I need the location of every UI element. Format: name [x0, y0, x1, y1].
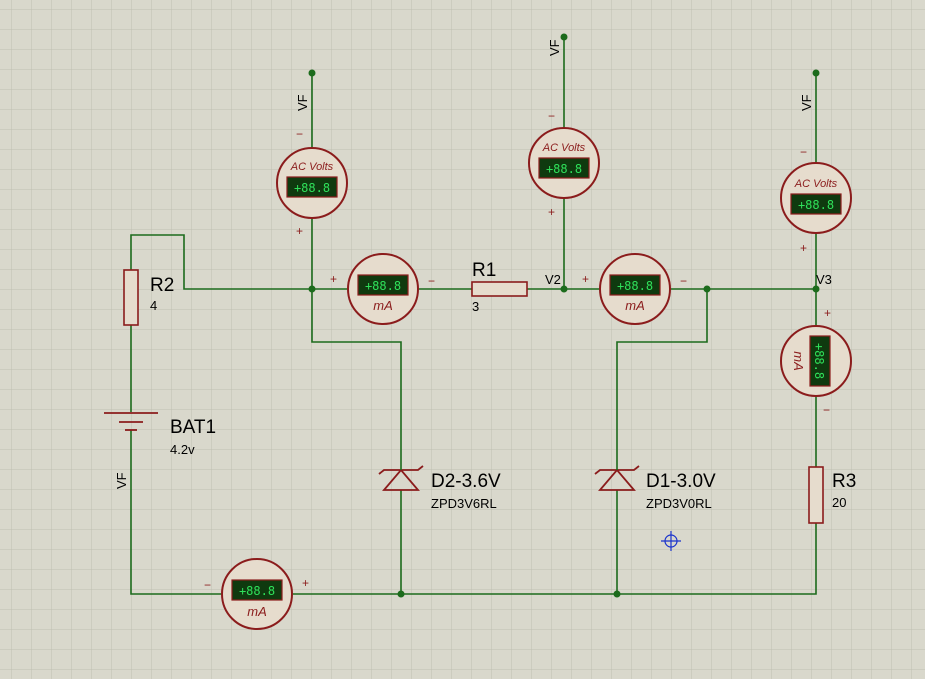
- d2-value: ZPD3V6RL: [431, 496, 497, 511]
- voltmeter-label: AC Volts: [290, 161, 334, 173]
- voltmeter-label: AC Volts: [542, 142, 586, 154]
- resistor-r2[interactable]: R2 4: [123, 269, 174, 326]
- r3-ref: R3: [832, 471, 856, 492]
- node-label-v2: V2: [545, 272, 561, 287]
- voltmeter-display: +88.8: [546, 162, 582, 176]
- ammeter-label: mA: [373, 298, 393, 313]
- minus-terminal: −: [428, 274, 435, 288]
- crosshair-probe-icon: [661, 531, 681, 551]
- ammeter-display: +88.8: [812, 343, 826, 379]
- r1-value: 3: [472, 299, 479, 314]
- voltmeter-display: +88.8: [294, 181, 330, 195]
- plus-terminal: +: [330, 272, 337, 286]
- node-label-v3: V3: [816, 272, 832, 287]
- ammeter-bottom[interactable]: +88.8 mA − +: [204, 558, 309, 630]
- ammeter-display: +88.8: [617, 279, 653, 293]
- resistor-r1[interactable]: R1 3: [471, 260, 528, 314]
- ammeter-right[interactable]: +88.8 mA + −: [780, 306, 852, 417]
- ammeter-label: mA: [247, 604, 267, 619]
- ac-voltmeter-left[interactable]: AC Volts +88.8 − +: [276, 127, 348, 238]
- r3-value: 20: [832, 495, 846, 510]
- ammeter-display: +88.8: [239, 584, 275, 598]
- d1-value: ZPD3V0RL: [646, 496, 712, 511]
- minus-terminal: −: [204, 578, 211, 592]
- zener-diode-d2[interactable]: D2-3.6V ZPD3V6RL: [378, 465, 501, 511]
- wires: [130, 37, 817, 595]
- minus-terminal: −: [800, 145, 807, 159]
- bat1-value: 4.2v: [170, 442, 195, 457]
- battery-bat1[interactable]: BAT1 4.2v: [104, 412, 216, 457]
- plus-terminal: +: [824, 306, 831, 320]
- ac-voltmeter-middle[interactable]: AC Volts +88.8 − +: [528, 109, 600, 219]
- r2-value: 4: [150, 298, 157, 313]
- plus-terminal: +: [296, 224, 303, 238]
- bat1-ref: BAT1: [170, 417, 216, 438]
- plus-terminal: +: [302, 576, 309, 590]
- resistor-r3[interactable]: R3 20: [808, 466, 856, 524]
- ammeter-display: +88.8: [365, 279, 401, 293]
- minus-terminal: −: [296, 127, 303, 141]
- plus-terminal: +: [548, 205, 555, 219]
- vf-label-left: VF: [295, 94, 310, 111]
- plus-terminal: +: [800, 241, 807, 255]
- r1-ref: R1: [472, 260, 496, 281]
- r2-ref: R2: [150, 275, 174, 296]
- ammeter-label: mA: [791, 351, 806, 371]
- ammeter-left[interactable]: +88.8 mA + −: [330, 253, 435, 325]
- plus-terminal: +: [582, 272, 589, 286]
- d2-ref: D2-3.6V: [431, 471, 501, 492]
- ac-voltmeter-right[interactable]: AC Volts +88.8 − +: [780, 145, 852, 255]
- voltmeter-label: AC Volts: [794, 178, 838, 190]
- voltmeter-display: +88.8: [798, 198, 834, 212]
- ammeter-middle[interactable]: +88.8 mA + −: [582, 253, 687, 325]
- minus-terminal: −: [548, 109, 555, 123]
- zener-diode-d1[interactable]: D1-3.0V ZPD3V0RL: [594, 465, 716, 511]
- d1-ref: D1-3.0V: [646, 471, 716, 492]
- vf-label-right: VF: [799, 94, 814, 111]
- vf-label-battery: VF: [114, 472, 129, 489]
- minus-terminal: −: [823, 403, 830, 417]
- ammeter-label: mA: [625, 298, 645, 313]
- vf-label-middle: VF: [547, 39, 562, 56]
- junction-dots: [308, 33, 820, 598]
- minus-terminal: −: [680, 274, 687, 288]
